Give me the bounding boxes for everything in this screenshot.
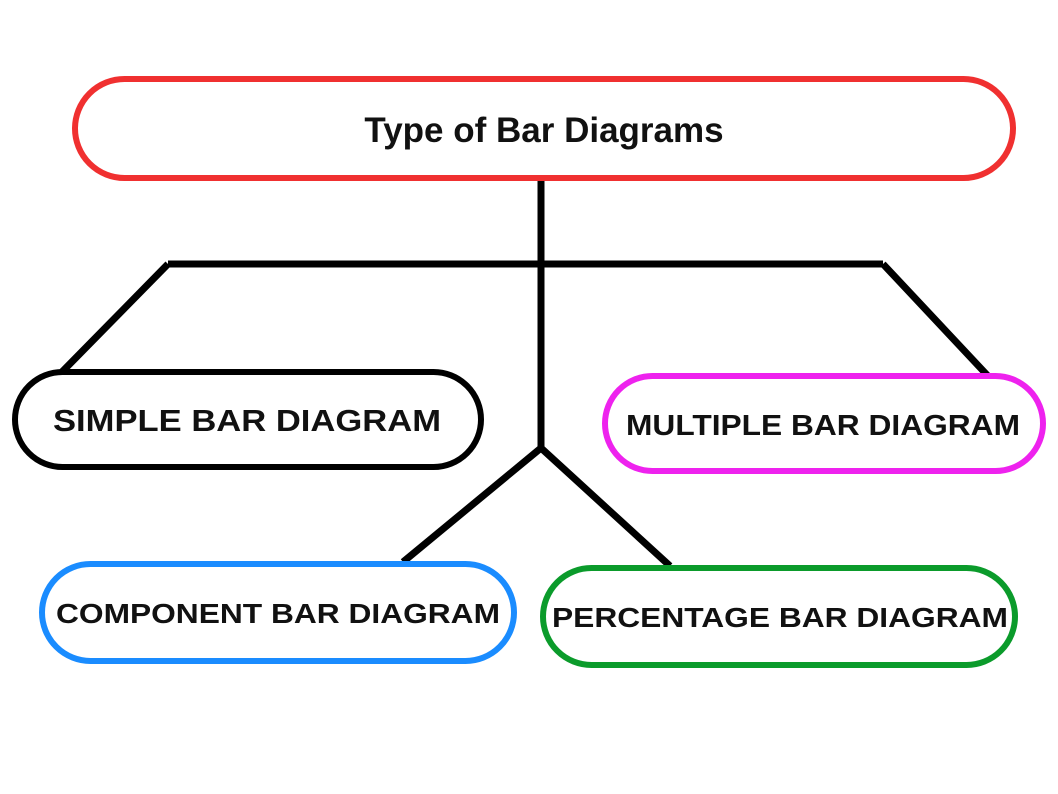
node-percentage-border xyxy=(540,565,1018,668)
node-multiple-bar-diagram: MULTIPLE BAR DIAGRAM xyxy=(602,373,1046,474)
node-component-border xyxy=(39,561,517,664)
lower-right-diagonal-line xyxy=(538,445,673,569)
node-component-label: COMPONENT BAR DIAGRAM xyxy=(56,598,500,629)
node-simple-label: SIMPLE BAR DIAGRAM xyxy=(53,403,441,438)
node-multiple-label: MULTIPLE BAR DIAGRAM xyxy=(626,410,1020,442)
root-node-title: Type of Bar Diagrams xyxy=(364,111,723,150)
node-component-bar-diagram: COMPONENT BAR DIAGRAM xyxy=(39,561,517,664)
left-diagonal-line xyxy=(53,261,171,381)
node-multiple-border xyxy=(602,373,1046,474)
connectors xyxy=(53,178,991,569)
lower-left-diagonal-line xyxy=(400,445,544,565)
node-simple-border xyxy=(12,369,484,470)
node-percentage-bar-diagram: PERCENTAGE BAR DIAGRAM xyxy=(540,565,1018,668)
root-node: Type of Bar Diagrams xyxy=(72,76,1016,181)
node-simple-bar-diagram: SIMPLE BAR DIAGRAM xyxy=(12,369,484,470)
right-diagonal-line xyxy=(880,261,991,379)
node-percentage-label: PERCENTAGE BAR DIAGRAM xyxy=(552,602,1008,633)
root-node-border xyxy=(72,76,1016,181)
